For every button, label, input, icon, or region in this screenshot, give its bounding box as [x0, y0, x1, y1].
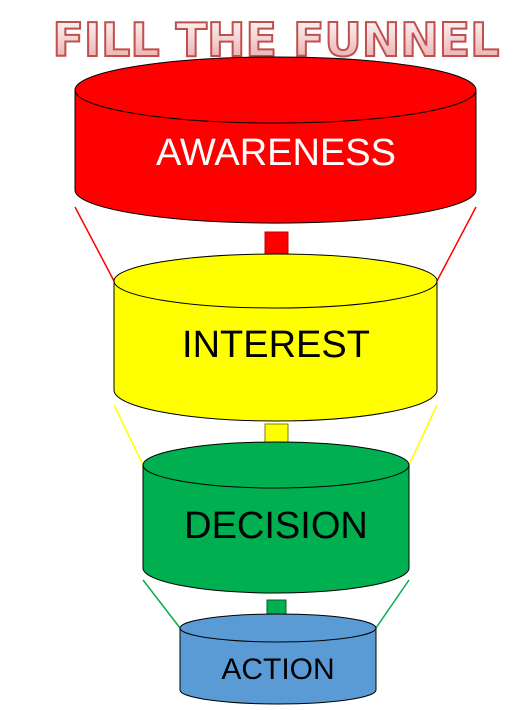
stage-label-awareness: AWARENESS: [156, 132, 396, 174]
stage-awareness: AWARENESS: [74, 56, 477, 224]
connector-right-green: [375, 579, 410, 629]
stage-label-action: ACTION: [221, 653, 334, 686]
interest-cylinder-body: [113, 280, 438, 422]
stage-label-interest: INTEREST: [182, 324, 370, 366]
interest-cylinder-top: [113, 253, 438, 309]
connector-left-red: [74, 206, 115, 282]
awareness-cylinder-body: [74, 89, 477, 224]
awareness-cylinder-top: [74, 56, 477, 124]
connector-right-red: [436, 206, 477, 282]
funnel-connectors: [74, 206, 477, 629]
stage-action: ACTION: [179, 613, 377, 705]
connector-right-yellow: [408, 404, 438, 466]
decision-cylinder-body: [142, 464, 410, 594]
action-cylinder-body: [179, 627, 377, 705]
connector-left-yellow: [113, 404, 144, 466]
stage-label-decision: DECISION: [184, 505, 368, 547]
stage-decision: DECISION: [142, 441, 410, 594]
funnel-title: FILL THE FUNNEL: [53, 13, 500, 67]
connector-left-green: [142, 579, 181, 629]
decision-cylinder-top: [142, 441, 410, 489]
stage-interest: INTEREST: [113, 253, 438, 422]
action-cylinder-top: [179, 613, 377, 643]
